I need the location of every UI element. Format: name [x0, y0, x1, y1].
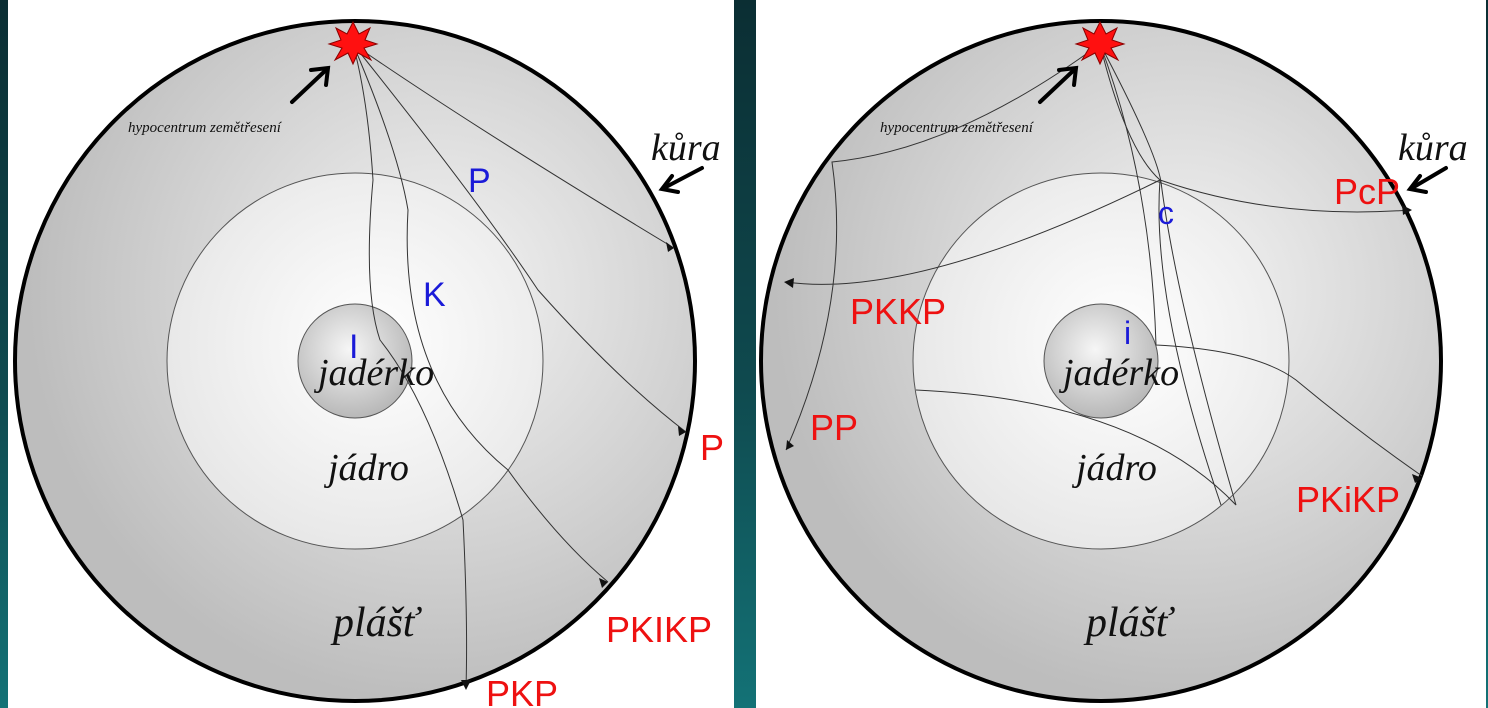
ray-pkkp — [785, 179, 1161, 285]
ray-pp — [785, 43, 1101, 451]
ray-p-deep — [352, 43, 687, 433]
ray-tip — [461, 680, 471, 690]
phase-label-pcp: PcP — [1334, 171, 1400, 212]
ray-tip — [666, 242, 674, 252]
inner-core — [1043, 303, 1159, 419]
outer-core-label: jádro — [1071, 447, 1157, 489]
hypocenter-label: hypocentrum zemětřesení — [880, 120, 1035, 136]
phase-label-pkikp: PKIKP — [606, 609, 712, 650]
segment-label-p: P — [468, 162, 491, 200]
hypocenter-label: hypocentrum zemětřesení — [128, 120, 283, 136]
ray-tip — [1412, 474, 1422, 483]
ray-tip — [599, 578, 608, 588]
arrow-icon — [1406, 166, 1448, 194]
segment-label-i: I — [349, 328, 358, 366]
earth-diagram-right: hypocentrum zemětřesení kůra jadérko jád… — [759, 19, 1468, 703]
crust-label: kůra — [651, 127, 721, 169]
earth-diagram-left: hypocentrum zemětřesení kůra jadérko jád… — [13, 19, 724, 708]
ray-pcp — [1099, 43, 1411, 213]
ray-p-direct — [352, 43, 675, 249]
phase-label-pkikp: PKiKP — [1296, 479, 1400, 520]
mantle-label: plášť — [330, 600, 422, 646]
phase-label-pkp: PKP — [486, 673, 558, 708]
ray-tip — [678, 426, 686, 436]
ray-tip — [784, 278, 794, 288]
outer-core-label: jádro — [323, 447, 409, 489]
mantle-label: plášť — [1083, 600, 1175, 646]
inner-core-label: jadérko — [313, 352, 434, 394]
arrow-icon — [658, 166, 704, 194]
ray-tip — [786, 440, 794, 450]
segment-label-i: i — [1124, 315, 1131, 351]
inner-core-label: jadérko — [1058, 352, 1179, 394]
ray-pkikp-inner — [1099, 43, 1423, 477]
ray-pkp — [352, 43, 468, 689]
ray-pkikp — [352, 43, 609, 583]
segment-label-c: c — [1158, 195, 1174, 231]
explosion-icon — [1074, 20, 1126, 66]
segment-label-k: K — [423, 276, 446, 314]
crust-label: kůra — [1398, 127, 1468, 169]
phase-label-pkkp: PKKP — [850, 291, 946, 332]
diagram-panel-left: hypocentrum zemětřesení kůra jadérko jád… — [8, 0, 734, 708]
arrow-icon — [1038, 65, 1079, 104]
ray-tip — [1402, 205, 1412, 215]
ray-core-back — [1158, 179, 1222, 506]
phase-label-p: P — [700, 427, 724, 468]
diagram-panel-right: hypocentrum zemětřesení kůra jadérko jád… — [756, 0, 1486, 708]
explosion-icon — [327, 20, 379, 66]
inner-core — [297, 303, 413, 419]
phase-label-pp: PP — [810, 407, 858, 448]
arrow-icon — [290, 65, 331, 104]
ray-pkikp — [915, 43, 1237, 506]
